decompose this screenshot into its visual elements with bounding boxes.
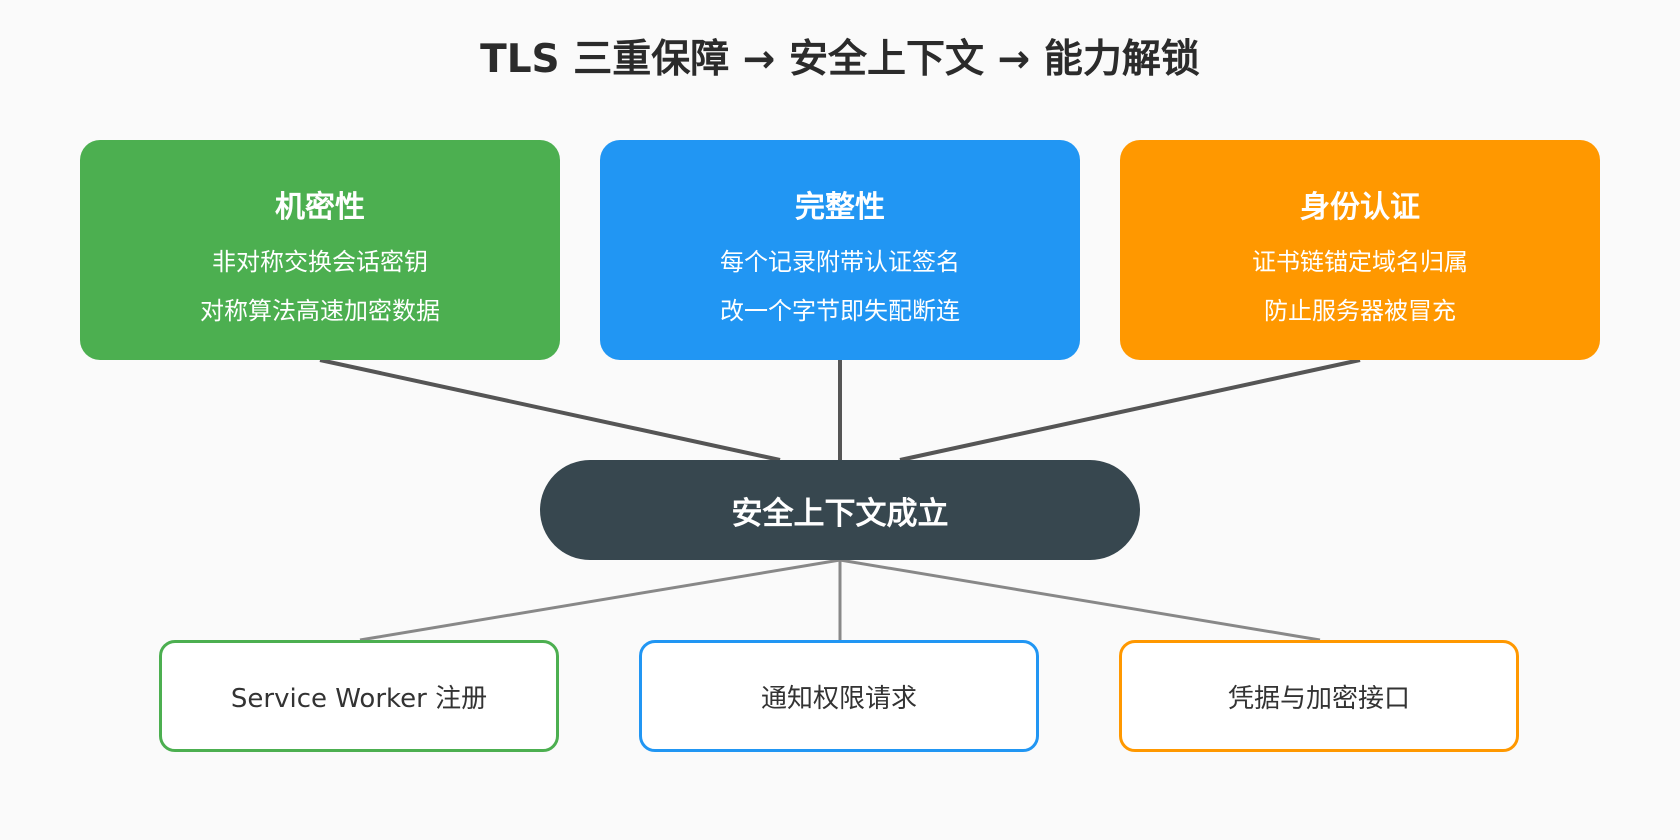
pillar-title: 机密性 xyxy=(275,190,365,225)
unlock-credentials-crypto: 凭据与加密接口 xyxy=(1119,640,1519,752)
pillar-integrity: 完整性 每个记录附带认证签名 改一个字节即失配断连 xyxy=(600,140,1080,360)
unlock-notification-permission: 通知权限请求 xyxy=(639,640,1039,752)
pillar-line: 改一个字节即失配断连 xyxy=(720,297,960,325)
pillar-title: 身份认证 xyxy=(1300,190,1420,225)
unlock-label: 通知权限请求 xyxy=(760,683,917,714)
pillar-line: 防止服务器被冒充 xyxy=(1264,297,1456,325)
hub-label: 安全上下文成立 xyxy=(731,495,949,532)
pillar-line: 对称算法高速加密数据 xyxy=(200,297,440,325)
unlock-label: 凭据与加密接口 xyxy=(1227,683,1410,714)
pillar-authentication: 身份认证 证书链锚定域名归属 防止服务器被冒充 xyxy=(1120,140,1600,360)
connector-hub-to-credentials xyxy=(839,558,1321,642)
secure-context-hub: 安全上下文成立 xyxy=(540,460,1140,560)
pillar-line: 非对称交换会话密钥 xyxy=(212,248,428,276)
pillar-title: 完整性 xyxy=(795,190,885,225)
unlock-label: Service Worker 注册 xyxy=(230,683,488,714)
connector-confidentiality-to-hub xyxy=(319,358,781,462)
pillar-confidentiality: 机密性 非对称交换会话密钥 对称算法高速加密数据 xyxy=(80,140,560,360)
diagram-title: TLS 三重保障 → 安全上下文 → 能力解锁 xyxy=(480,37,1200,82)
pillar-line: 每个记录附带认证签名 xyxy=(720,248,960,276)
connector-hub-to-service-worker xyxy=(359,558,841,642)
unlock-service-worker: Service Worker 注册 xyxy=(159,640,559,752)
pillar-line: 证书链锚定域名归属 xyxy=(1252,248,1468,276)
connector-authentication-to-hub xyxy=(899,358,1361,462)
